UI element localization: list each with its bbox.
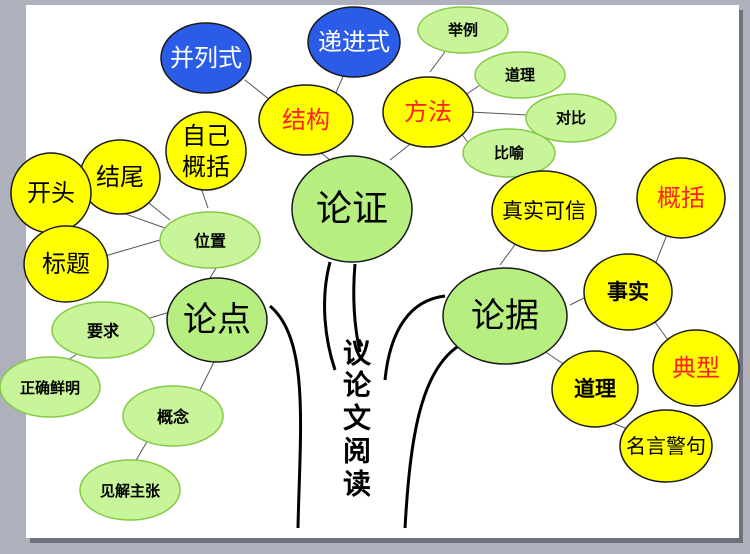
node-daoli-evidence: 道理	[551, 350, 639, 428]
node-daoli-method-label: 道理	[505, 66, 535, 84]
title-char-3: 文	[343, 402, 371, 435]
title-char-5: 读	[343, 468, 371, 501]
title-char-4: 阅	[343, 435, 371, 468]
trunk-line-right-outer	[403, 343, 461, 529]
node-kaitou: 开头	[10, 152, 92, 234]
node-fangfa: 方法	[382, 76, 474, 148]
node-dianxing-label: 典型	[672, 354, 720, 382]
node-yaoqiu: 要求	[51, 301, 155, 359]
connector-shishi-dianxing	[654, 321, 669, 341]
connector-lundian-gainian	[199, 359, 216, 391]
node-zijigaikuo-label-line2: 概括	[182, 153, 230, 181]
node-fangfa-label: 方法	[404, 98, 452, 126]
node-gainian-label: 概念	[157, 408, 190, 427]
node-lundian-label: 论点	[183, 300, 251, 340]
node-biaoti: 标题	[23, 225, 109, 303]
node-daoli-evidence-label: 道理	[574, 377, 616, 401]
node-lundian: 论点	[166, 277, 268, 363]
node-dijinshi-label: 递进式	[318, 28, 390, 56]
node-lunju-label: 论据	[471, 296, 539, 336]
node-lunzheng: 论证	[291, 155, 413, 263]
node-juli: 举例	[417, 6, 509, 54]
node-jiewei-label: 结尾	[96, 163, 144, 191]
node-duibi: 对比	[525, 93, 617, 143]
node-juli-label: 举例	[447, 21, 478, 39]
node-zijigaikuo-label-line1: 自己	[182, 122, 230, 150]
node-dijinshi: 递进式	[307, 6, 401, 78]
node-gainian: 概念	[122, 385, 224, 447]
trunk-line-right-inner	[383, 294, 446, 381]
node-zhengquexianming-label: 正确鲜明	[20, 379, 80, 397]
node-zhenshikexin: 真实可信	[491, 170, 597, 252]
node-dianxing: 典型	[652, 329, 740, 407]
diagram-title: 议 论 文 阅 读	[343, 337, 372, 501]
node-zhengquexianming: 正确鲜明	[0, 356, 101, 418]
node-duibi-label: 对比	[556, 109, 586, 127]
node-biaoti-label: 标题	[42, 250, 90, 278]
node-binglieshi: 并列式	[160, 22, 252, 94]
connector-weizhi-biaoti	[104, 239, 161, 257]
node-mingyanjingju-label: 名言警句	[626, 434, 706, 458]
node-jianjiezhuzhang-label: 见解主张	[100, 482, 161, 500]
connector-jiegou-binglieshi	[244, 79, 271, 101]
node-zhenshikexin-label: 真实可信	[502, 199, 586, 223]
node-binglieshi-label: 并列式	[170, 44, 242, 72]
node-weizhi: 位置	[159, 211, 261, 269]
connector-gainian-jianjie	[134, 439, 149, 463]
node-mingyanjingju: 名言警句	[619, 409, 713, 483]
node-kaitou-label: 开头	[27, 179, 75, 207]
node-jianjiezhuzhang: 见解主张	[79, 459, 181, 521]
node-weizhi-label: 位置	[194, 232, 226, 251]
node-shishi: 事实	[583, 253, 673, 331]
title-char-1: 议	[343, 337, 372, 370]
trunk-line-left-outer	[269, 304, 303, 529]
node-lunzheng-label: 论证	[316, 189, 388, 230]
node-biyu: 比喻	[462, 128, 556, 178]
node-daoli-method: 道理	[474, 51, 566, 99]
node-shishi-label: 事实	[607, 280, 649, 304]
node-biyu-label: 比喻	[494, 144, 525, 162]
trunk-line-left-inner	[323, 261, 337, 371]
trunk-line-center	[352, 263, 362, 353]
connector-fangfa-duibi	[469, 111, 529, 116]
node-jiegou: 结构	[258, 84, 354, 156]
connector-lundian-yaoqiu	[149, 311, 171, 319]
title-char-2: 论	[343, 369, 372, 402]
tree-trunk	[269, 261, 461, 529]
node-gaikuo: 概括	[636, 157, 726, 239]
node-lunju: 论据	[442, 267, 568, 365]
node-jiewei: 结尾	[79, 139, 161, 215]
node-yaoqiu-label: 要求	[87, 322, 120, 341]
node-jiegou-label: 结构	[282, 106, 330, 134]
node-zijigaikuo: 自己 概括	[165, 111, 247, 191]
node-gaikuo-label: 概括	[657, 184, 705, 212]
